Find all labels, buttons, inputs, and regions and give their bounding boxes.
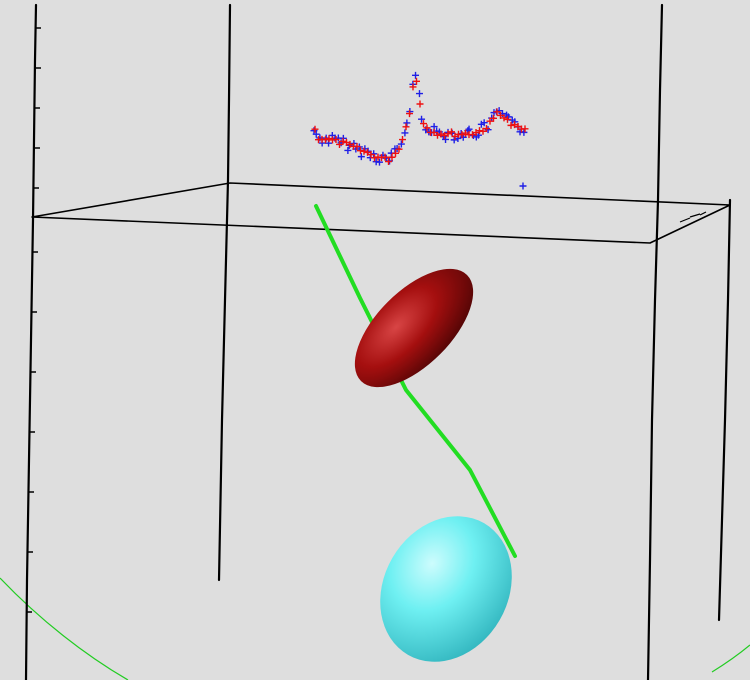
ground-curve-right (711, 644, 750, 673)
cross-marker (437, 130, 445, 138)
frame-edge-back-right (646, 3, 664, 680)
cross-marker (430, 123, 438, 131)
green-rod (314, 204, 517, 558)
cross-marker (500, 114, 508, 122)
cross-marker (403, 119, 411, 127)
cross-marker (462, 129, 469, 137)
cross-marker (442, 135, 450, 143)
cross-marker (483, 125, 490, 133)
axis-ticks-left (27, 27, 41, 613)
cross-marker (401, 129, 409, 137)
cross-marker (388, 153, 396, 161)
frame-edge-left (24, 3, 38, 680)
cross-marker (493, 108, 501, 116)
cross-marker (332, 135, 340, 143)
plane-ticks (679, 211, 707, 223)
cross-marker (416, 100, 424, 108)
cross-marker (312, 130, 320, 138)
cross-marker (325, 135, 333, 143)
cross-marker (450, 136, 458, 144)
cross-marker (339, 137, 347, 145)
cross-marker (504, 115, 511, 123)
cross-marker (484, 126, 492, 134)
cross-marker (399, 136, 406, 144)
cross-marker (507, 121, 515, 129)
cross-marker (392, 149, 399, 157)
cross-marker (311, 125, 319, 133)
cross-marker (434, 131, 441, 139)
red-ellipsoid (354, 268, 474, 388)
cross-marker (402, 123, 410, 131)
cross-marker (357, 153, 365, 161)
cross-marker (367, 151, 375, 159)
cross-marker (448, 128, 455, 136)
cross-marker (360, 147, 368, 155)
cross-marker (490, 114, 497, 122)
cross-marker (480, 119, 488, 127)
cross-marker (406, 110, 413, 118)
data-markers (310, 71, 529, 190)
cross-marker (413, 77, 420, 85)
cross-marker (371, 154, 378, 162)
cross-marker (322, 136, 329, 144)
cross-marker (375, 158, 383, 166)
cross-marker (415, 90, 423, 98)
cross-marker (409, 83, 417, 91)
frame-edge-back-left (217, 3, 232, 582)
cross-marker (458, 131, 466, 139)
cross-marker (397, 140, 405, 148)
cross-marker (344, 146, 352, 154)
cross-marker (521, 125, 529, 133)
cross-marker (519, 182, 527, 190)
cross-marker (353, 142, 361, 150)
cross-marker (381, 153, 389, 161)
cross-marker (418, 115, 426, 123)
cross-marker (423, 124, 431, 132)
frame-edge-right (717, 198, 732, 622)
cyan-ellipsoid (380, 516, 512, 662)
cross-marker (395, 145, 403, 153)
cross-marker (385, 158, 392, 166)
cross-marker (420, 120, 427, 128)
cross-marker (336, 140, 343, 148)
ground-curve-left (0, 577, 129, 680)
cross-marker (412, 71, 420, 79)
horizontal-plane (31, 182, 731, 244)
frame-box (24, 3, 732, 680)
